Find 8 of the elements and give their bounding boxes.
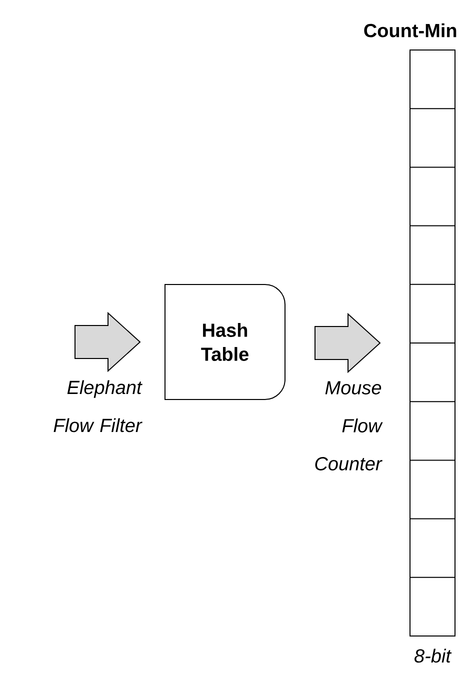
bit-width-label: 8-bit — [414, 648, 452, 663]
array-title: Count-Min — [364, 23, 456, 38]
block-arrow — [314, 312, 381, 374]
edge-label: Mouse Flow Counter — [315, 381, 383, 470]
counter-array — [410, 50, 456, 636]
edge-label: Elephant Flow Filter — [54, 380, 142, 432]
hash-table-box: Hash Table — [164, 284, 286, 400]
block-arrow — [74, 312, 141, 372]
